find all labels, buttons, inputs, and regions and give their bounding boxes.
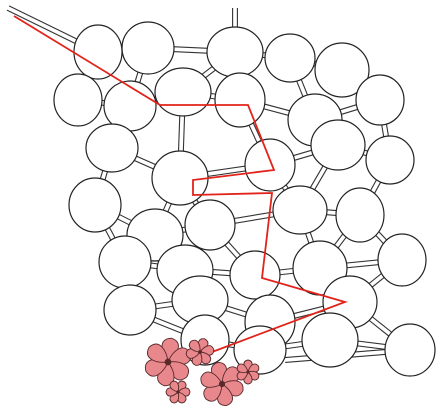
network-node	[154, 67, 212, 117]
highlighted-path	[13, 15, 348, 353]
network-node	[214, 72, 266, 128]
flower-icon	[185, 338, 215, 366]
network-node	[103, 284, 157, 336]
flower-icon	[165, 380, 191, 404]
node-layer	[53, 21, 436, 377]
network-node	[206, 26, 264, 78]
network-node	[335, 187, 385, 243]
flower-icon	[236, 359, 260, 385]
network-node	[264, 33, 316, 83]
network-node	[355, 74, 405, 126]
network-node	[68, 177, 122, 233]
network-node	[151, 150, 209, 206]
network-node	[244, 138, 296, 192]
network-node	[229, 250, 281, 300]
flower-icon	[200, 362, 244, 406]
network-node	[184, 199, 236, 251]
network-node	[85, 123, 139, 173]
network-node	[73, 24, 123, 80]
network-node	[314, 42, 370, 98]
network-node	[365, 135, 415, 185]
network-node	[310, 119, 366, 171]
flower-icon	[145, 337, 191, 387]
network-node	[121, 21, 175, 75]
network-node	[98, 235, 152, 289]
network-node	[301, 312, 359, 368]
network-node	[272, 185, 328, 235]
network-node	[53, 73, 103, 127]
network-node	[384, 323, 436, 377]
flower-cluster	[145, 337, 260, 406]
network-node	[377, 233, 427, 287]
